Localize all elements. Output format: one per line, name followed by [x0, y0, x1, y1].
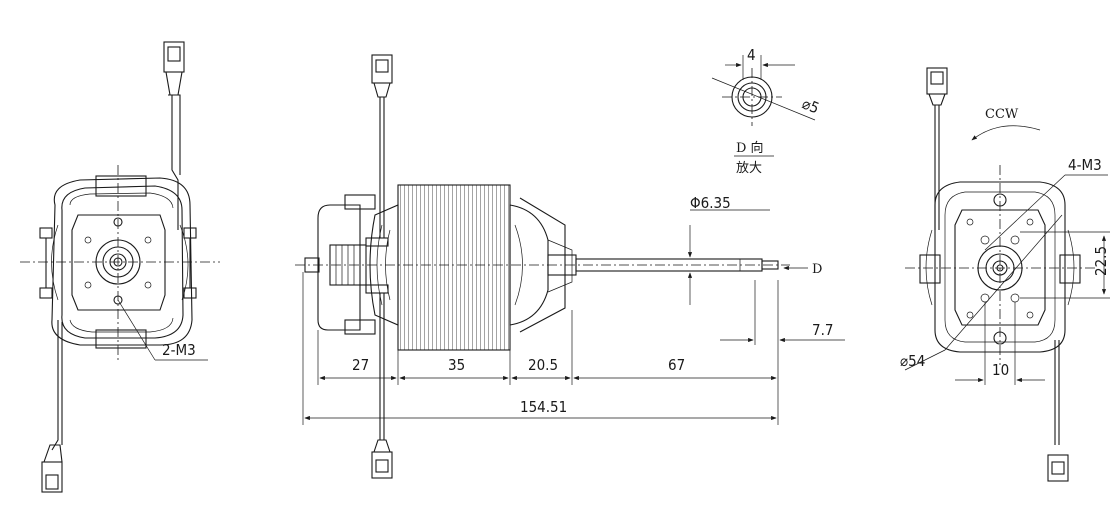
- label-total: 154.51: [520, 398, 567, 416]
- detail-dia: ⌀5: [799, 94, 821, 117]
- label-2-m3: 2-M3: [162, 341, 196, 359]
- side-view: Φ6.35 D 7.7 27 35 20.5 67 154.51: [295, 54, 845, 479]
- label-67: 67: [668, 356, 685, 374]
- label-20-5: 20.5: [528, 356, 558, 374]
- detail-d-view: 4 ⌀5 D 向 放大: [711, 46, 822, 176]
- label-35: 35: [448, 356, 465, 374]
- detail-top-dim: 4: [747, 46, 756, 64]
- label-27: 27: [352, 356, 369, 374]
- label-ccw: CCW: [985, 107, 1019, 122]
- label-shaft-dia: Φ6.35: [690, 194, 731, 212]
- rear-view: CCW 4-M3: [900, 67, 1110, 482]
- label-7-7: 7.7: [812, 321, 833, 339]
- label-4-m3: 4-M3: [1068, 156, 1102, 174]
- detail-caption-2: 放大: [736, 161, 762, 176]
- detail-caption-1: D 向: [736, 140, 764, 156]
- label-10: 10: [992, 361, 1009, 379]
- label-22-5: 22.5: [1092, 246, 1110, 276]
- front-view: 2-M3: [20, 41, 220, 493]
- label-dia-54: ⌀54: [900, 352, 925, 370]
- label-arrow-d: D: [812, 262, 822, 277]
